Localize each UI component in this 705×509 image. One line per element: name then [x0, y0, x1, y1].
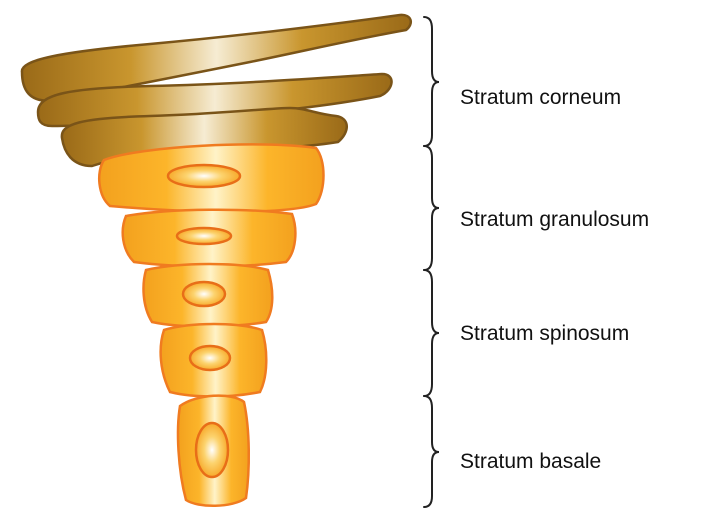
stratum-spinosum-cells — [144, 264, 273, 397]
brace-basale — [424, 396, 439, 507]
spinosum-nucleus-1 — [183, 282, 225, 306]
brace-spinosum — [424, 270, 439, 396]
label-stratum-granulosum: Stratum granulosum — [460, 208, 649, 231]
basale-nucleus — [196, 423, 228, 477]
granulosum-nucleus-2 — [177, 228, 231, 244]
stratum-corneum-cells — [22, 15, 411, 166]
stratum-basale-cells — [178, 396, 249, 506]
brace-granulosum — [424, 146, 439, 270]
label-stratum-spinosum: Stratum spinosum — [460, 322, 629, 345]
spinosum-nucleus-2 — [190, 346, 230, 370]
label-stratum-corneum: Stratum corneum — [460, 86, 621, 109]
layer-braces — [424, 17, 439, 507]
stratum-granulosum-cells — [99, 144, 323, 266]
layer-labels: Stratum corneum Stratum granulosum Strat… — [460, 86, 649, 473]
granulosum-nucleus-1 — [168, 165, 240, 187]
brace-corneum — [424, 17, 439, 146]
label-stratum-basale: Stratum basale — [460, 450, 601, 473]
